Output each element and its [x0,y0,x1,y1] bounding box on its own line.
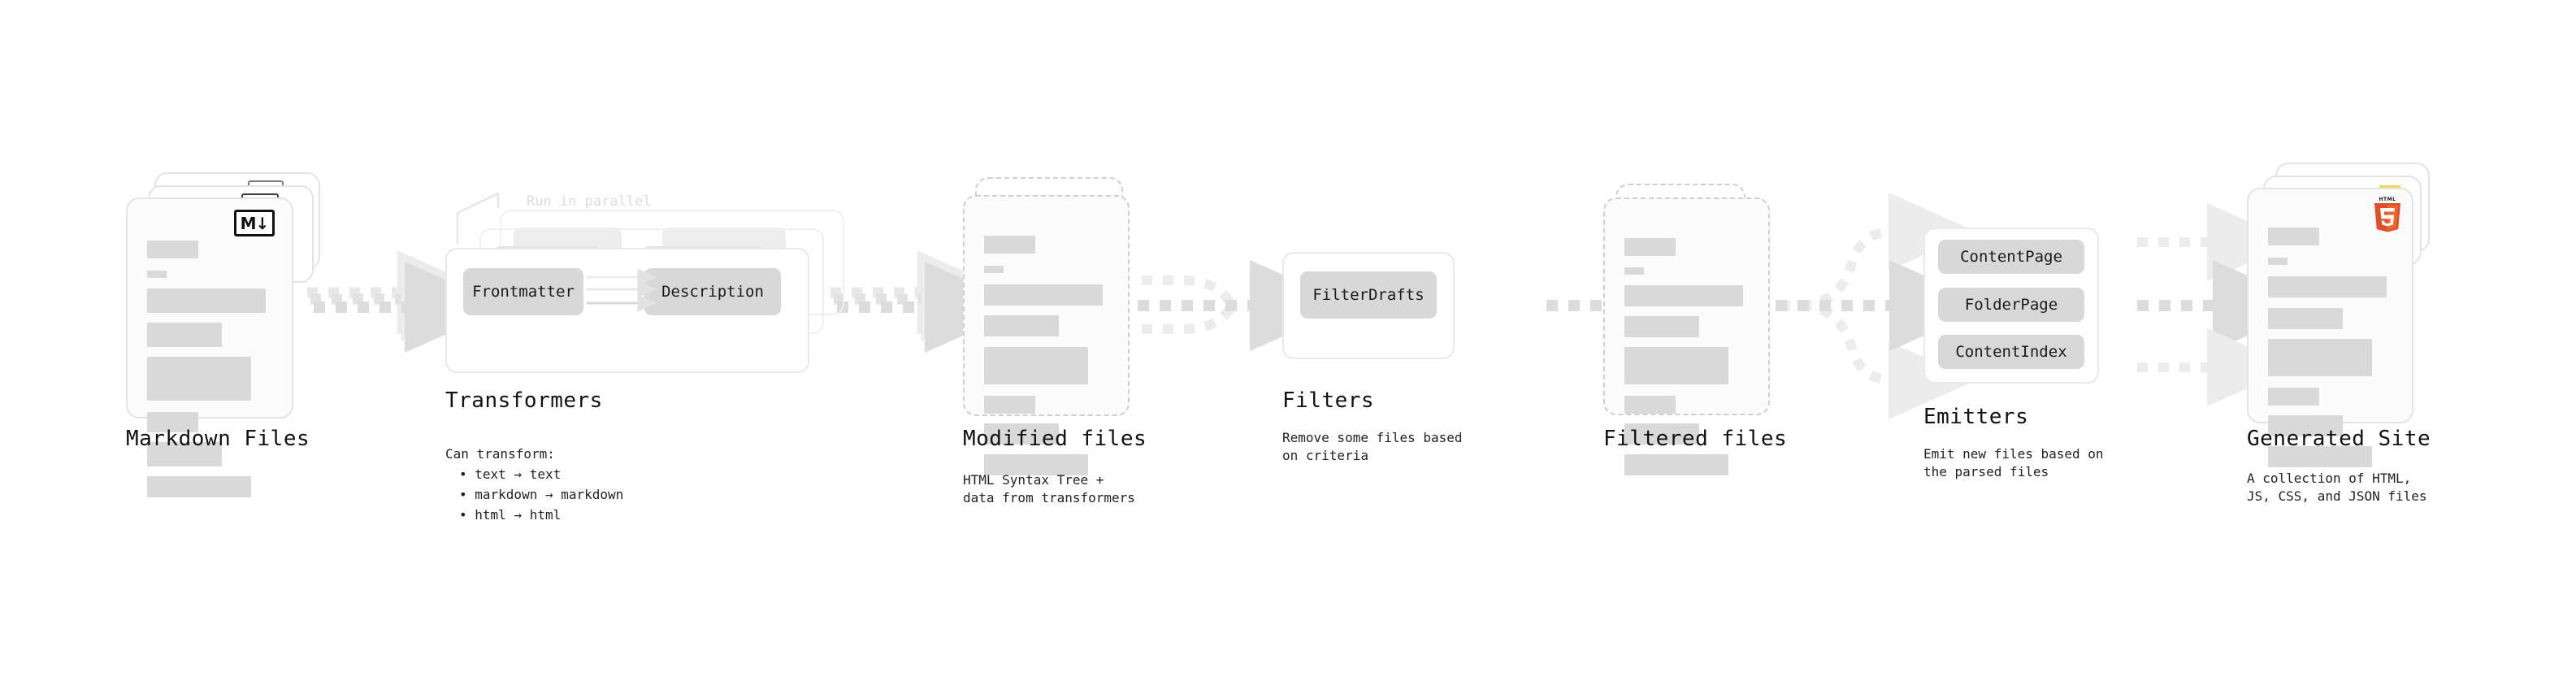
content-bar [2268,388,2319,406]
content-bar [984,284,1103,306]
content-bar [1624,267,1644,275]
filters-desc-line-0: Remove some files based [1282,430,1463,445]
stage-title-transformers: Transformers [445,388,603,413]
emitter-chip-contentpage[interactable]: ContentPage [1938,240,2084,274]
arrow-filtered-to-emitters [1776,193,1992,419]
content-bar [984,347,1088,384]
html5-icon: HTML [2371,195,2404,232]
stage-title-filters: Filters [1282,388,1375,413]
content-bar [147,271,167,278]
svg-text:HTML: HTML [2379,197,2396,202]
content-bar [1624,347,1728,384]
stage-title-markdown: Markdown Files [126,427,310,451]
transformer-chip-frontmatter[interactable]: Frontmatter [463,268,583,315]
content-bar [147,323,222,347]
content-bar [984,396,1035,414]
content-bar [1624,454,1728,475]
filter-chip-filterdrafts[interactable]: FilterDrafts [1300,271,1437,319]
content-bar [147,288,266,313]
content-bar [984,454,1088,475]
arrow-emitters-to-generated [2137,203,2315,406]
generated-desc-line-1: JS, CSS, and JSON files [2247,488,2427,504]
transformers-desc-heading: Can transform: [445,446,555,462]
filters-desc-line-1: on criteria [1282,448,1368,463]
modified-desc-line-1: data from transformers [963,490,1135,505]
generated-desc-line-0: A collection of HTML, [2247,471,2412,486]
stage-title-generated: Generated Site [2247,427,2431,451]
content-bar [2268,339,2372,376]
emitter-chip-contentindex[interactable]: ContentIndex [1938,335,2084,369]
markdown-card-front [126,197,293,497]
content-bar [1624,423,1699,445]
content-bar [1624,396,1676,414]
content-bar [2268,276,2387,297]
content-bar [147,476,251,497]
content-bar [147,357,251,401]
content-bar [984,236,1035,254]
content-bar [147,412,198,432]
content-bar [2268,228,2319,245]
stage-title-modified: Modified files [963,427,1147,451]
markdown-icon: M↓ [234,210,275,236]
content-bar [984,423,1059,445]
content-bar [2268,258,2288,265]
run-in-parallel-note: Run in parallel [527,193,652,210]
filtered-card-front [1603,197,1770,475]
emitter-chip-folderpage[interactable]: FolderPage [1938,288,2084,322]
content-bar [1624,238,1676,256]
modified-card-front [963,195,1130,475]
content-bar [1624,316,1699,337]
emitters-desc-line-1: the parsed files [1923,464,2049,479]
content-bar [1624,285,1743,306]
content-bar [2268,415,2343,436]
transformer-chip-description[interactable]: Description [644,268,781,315]
content-bar [147,442,222,466]
transformers-desc-item-0: • text → text [459,466,562,482]
arrow-modified-to-filters [1138,260,1352,351]
stage-title-emitters: Emitters [1923,405,2029,429]
emitters-desc-line-0: Emit new files based on [1923,446,2104,462]
content-bar [2268,308,2343,329]
transformers-desc-item-2: • html → html [459,507,562,523]
content-bar [2268,446,2372,467]
transformers-desc-item-1: • markdown → markdown [459,487,624,502]
stage-title-filtered: Filtered files [1603,427,1788,451]
modified-desc-line-0: HTML Syntax Tree + [963,472,1104,488]
content-bar [984,266,1004,273]
arrow-transformers-to-modified [830,250,1027,353]
content-bar [984,315,1059,336]
arrow-markdown-to-transformers [307,250,507,353]
content-bar [147,241,198,258]
